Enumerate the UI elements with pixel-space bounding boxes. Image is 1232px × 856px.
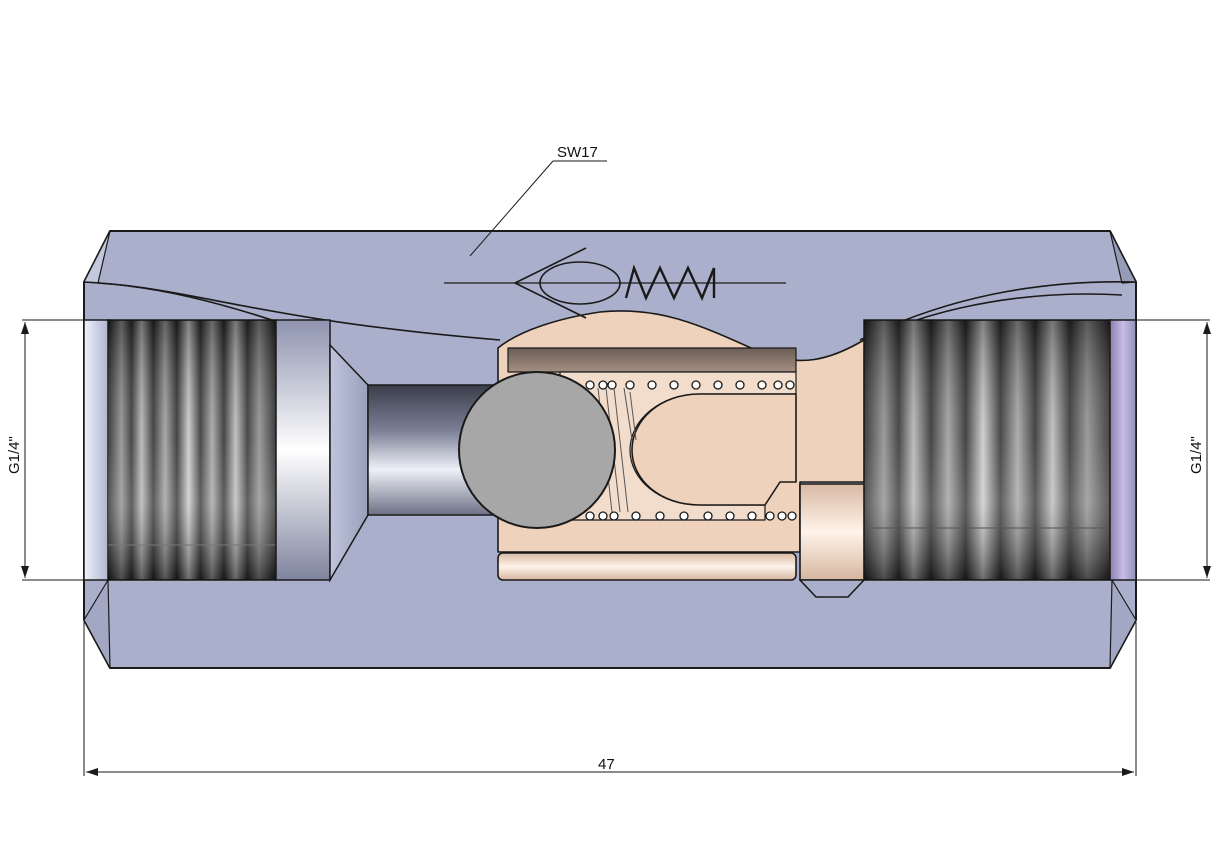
right-thread-label: G1/4" [1188,436,1205,474]
wrench-size-callout [469,160,607,257]
length-dimension [83,622,1137,776]
left-relief-ring [275,319,331,581]
left-port [83,319,501,583]
poppet-end [631,393,797,506]
left-thread-label: G1/4" [6,436,23,474]
left-chamfer-bottom [83,579,111,669]
spring-coils-bottom [585,511,797,521]
wrench-size-label: SW17 [557,144,598,161]
right-end-face [1109,319,1137,581]
right-thread-dimension [1112,319,1211,581]
length-label: 47 [598,756,615,773]
right-port [863,319,1137,581]
brass-sleeve [497,552,797,581]
outlet-plug-tip [799,579,865,598]
leader-line [469,160,554,257]
spring-chamber [507,347,797,373]
outlet-plug [799,483,865,581]
left-end-face [83,319,111,581]
check-valve-symbol-icon [444,247,786,319]
right-chamfer-bottom [1109,579,1137,669]
check-ball [458,371,616,529]
left-thread-dimension [21,319,110,581]
spring-coils-top [585,380,795,390]
